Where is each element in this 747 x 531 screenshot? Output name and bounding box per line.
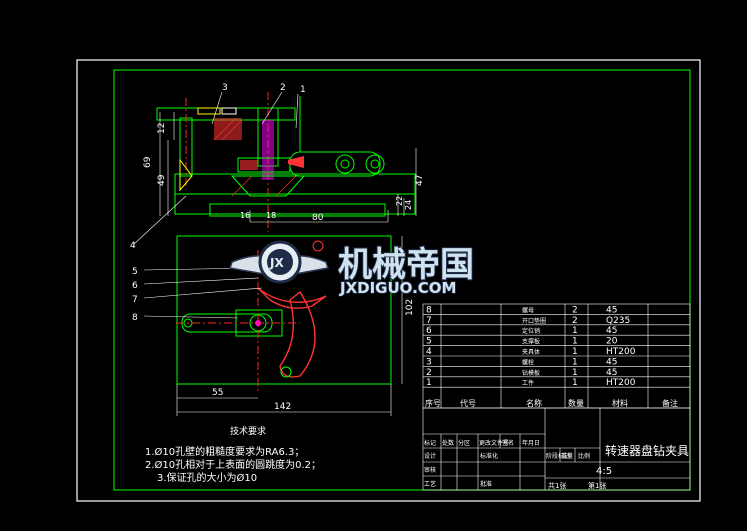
tb-mark: 标记 — [424, 439, 436, 447]
bom-cell-qty: 1 — [572, 337, 578, 347]
bom-cell-name: 支撑板 — [522, 338, 540, 346]
bom-cell-name: 螺母 — [522, 306, 534, 314]
front-view — [156, 92, 416, 232]
balloon-7: 7 — [132, 295, 138, 305]
dim-47: 47 — [415, 175, 425, 186]
bom-cell-name: 夹具体 — [522, 348, 540, 356]
bom-header-no: 序号 — [425, 398, 441, 408]
bom-cell-name: 钻模板 — [522, 369, 540, 377]
bom-cell-name: 螺栓 — [522, 358, 534, 366]
balloon-4: 4 — [130, 241, 136, 251]
bom-header-code: 代号 — [460, 398, 476, 408]
tb-change-doc: 更改文件号 — [479, 439, 509, 447]
watermark-en: JXDIGUO.COM — [339, 279, 456, 297]
inner-frame — [113, 69, 691, 491]
bom-cell-mat: 20 — [606, 337, 618, 347]
bom-header-name: 名称 — [526, 398, 542, 408]
tb-sign: 签名 — [502, 439, 514, 447]
bom-cell-qty: 1 — [572, 378, 578, 388]
watermark: JX 机械帝国 JXDIGUO.COM — [229, 240, 475, 298]
tech-req-title: 技术要求 — [230, 425, 266, 437]
balloon-6: 6 — [132, 281, 138, 291]
dim-22: 22 — [395, 196, 404, 206]
dim-18: 18 — [266, 211, 276, 220]
bom-cell-no: 2 — [426, 368, 432, 378]
dim-142: 142 — [274, 402, 291, 412]
watermark-cn: 机械帝国 — [338, 245, 474, 285]
balloon-8: 8 — [132, 313, 138, 323]
bom-cell-qty: 2 — [572, 305, 578, 315]
title-block — [422, 407, 691, 491]
bom-cell-qty: 1 — [572, 326, 578, 336]
tech-req-line-2: 2.Ø10孔相对于上表面的圆跳度为0.2； — [145, 458, 321, 471]
sheet-total: 共1张 — [548, 481, 566, 490]
bom-cell-qty: 2 — [572, 316, 578, 326]
tech-req-line-3: 3.保证孔的大小为Ø10 — [157, 471, 257, 484]
watermark-logo-icon: JX — [229, 240, 329, 284]
tb-design: 设计 — [424, 452, 436, 460]
tb-zone: 分区 — [458, 439, 470, 447]
balloon-1: 1 — [300, 85, 306, 95]
bom-cell-qty: 1 — [572, 368, 578, 378]
tb-process: 工艺 — [424, 480, 436, 488]
tb-date: 年月日 — [522, 439, 540, 447]
balloon-3: 3 — [222, 83, 228, 93]
tb-check: 审核 — [424, 466, 436, 474]
bom-cell-name: 工件 — [522, 379, 534, 387]
dim-12: 12 — [157, 123, 167, 134]
tb-weight: 重量 — [561, 452, 573, 460]
scale-value: 4:5 — [596, 466, 612, 477]
tb-std: 标准化 — [480, 452, 498, 460]
bom-cell-no: 8 — [426, 305, 432, 315]
bom-cell-mat: HT200 — [606, 347, 636, 357]
bom-cell-no: 6 — [426, 326, 432, 336]
bom-cell-qty: 1 — [572, 347, 578, 357]
bom-cell-qty: 1 — [572, 357, 578, 367]
plan-view — [176, 235, 392, 394]
bom-cell-no: 4 — [426, 347, 432, 357]
tb-stage: 阶段标记 — [546, 452, 570, 460]
bom-cell-name: 开口垫圈 — [522, 317, 546, 325]
bom-header-qty: 数量 — [568, 398, 584, 408]
bom-cell-mat: 45 — [606, 357, 617, 367]
dim-69: 69 — [143, 156, 153, 168]
front-dimensions — [159, 112, 417, 223]
bom-cell-mat: HT200 — [606, 378, 636, 388]
bom-cell-mat: Q235 — [606, 316, 630, 326]
tb-approve: 批准 — [480, 480, 492, 488]
bom-cell-mat: 45 — [606, 305, 617, 315]
balloon-5: 5 — [132, 267, 138, 277]
sheet-border — [76, 59, 701, 502]
bom-cell-no: 1 — [426, 378, 432, 388]
bom-header-note: 备注 — [662, 398, 678, 408]
bom-row-lines — [423, 314, 690, 388]
bom-cell-no: 3 — [426, 357, 432, 367]
sheet-no: 第1张 — [588, 481, 606, 490]
dim-24: 24 — [404, 200, 413, 210]
bom-cell-name: 定位销 — [522, 327, 540, 335]
tb-count: 处数 — [442, 439, 454, 447]
bom-cell-no: 5 — [426, 337, 432, 347]
bom-cell-mat: 45 — [606, 326, 617, 336]
bom-header-mat: 材料 — [612, 398, 628, 408]
bom-cell-mat: 45 — [606, 368, 617, 378]
watermark-logo-text: JX — [269, 256, 284, 270]
dim-55: 55 — [212, 388, 223, 398]
tech-req-line-1: 1.Ø10孔壁的粗糙度要求为RA6.3； — [145, 445, 304, 458]
dim-49: 49 — [157, 174, 167, 186]
tb-ratio: 比例 — [578, 452, 590, 460]
plan-dimensions — [176, 236, 403, 416]
balloon-2: 2 — [280, 83, 286, 93]
leader-lines — [133, 91, 299, 319]
dim-102: 102 — [405, 299, 415, 316]
drawing-title: 转速器盘钻夹具 — [605, 443, 689, 458]
bom-cell-no: 7 — [426, 316, 432, 326]
dim-16: 16 — [240, 211, 250, 220]
dim-80: 80 — [312, 213, 324, 223]
